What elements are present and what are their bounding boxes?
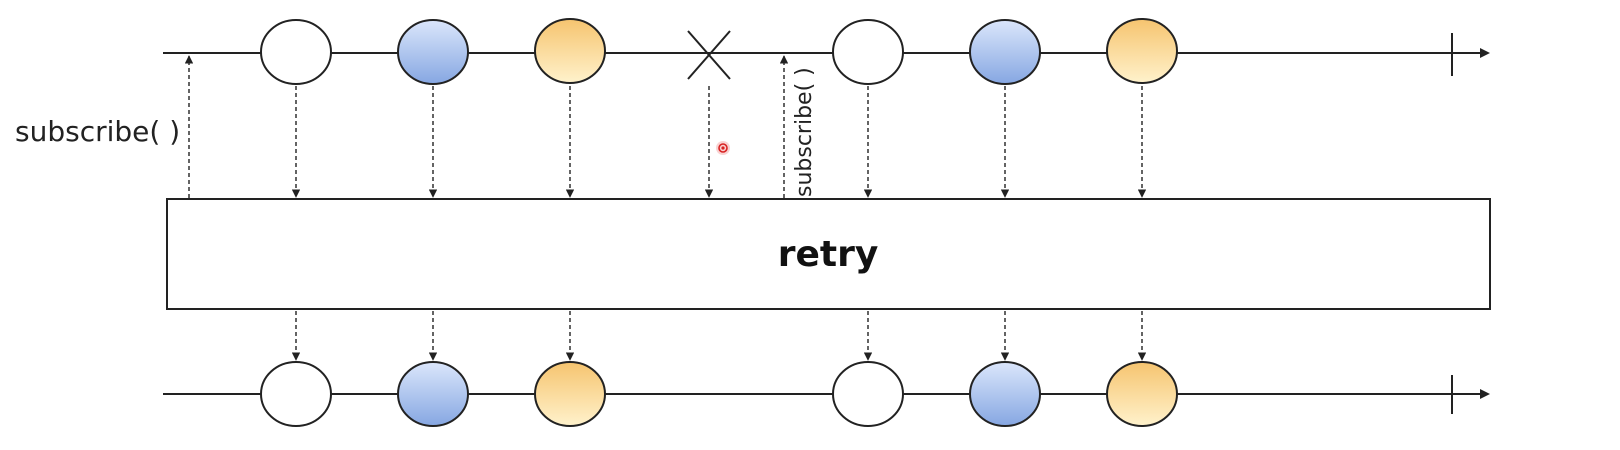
output-timeline bbox=[163, 389, 1490, 399]
output-marble-blue-2 bbox=[969, 361, 1041, 427]
source-marble-orange-1 bbox=[534, 18, 606, 84]
source-marbles bbox=[260, 18, 1453, 85]
operator-label: retry bbox=[778, 234, 879, 275]
resubscribe: subscribe( ) bbox=[779, 55, 817, 198]
source-timeline-arrowhead bbox=[1480, 48, 1490, 58]
source-marble-blue-2 bbox=[969, 19, 1041, 85]
error-x-icon bbox=[687, 30, 731, 80]
initial-subscribe-label: subscribe( ) bbox=[15, 115, 180, 148]
operator-box-rect bbox=[166, 198, 1491, 310]
operator-to-output-arrows bbox=[291, 311, 1147, 361]
source-marble-white-1 bbox=[260, 19, 332, 85]
cursor-indicator bbox=[716, 141, 730, 155]
output-timeline-arrowhead bbox=[1480, 389, 1490, 399]
output-marble-orange-1 bbox=[534, 361, 606, 427]
output-marble-orange-2 bbox=[1106, 361, 1178, 427]
resubscribe-label: subscribe( ) bbox=[792, 67, 817, 197]
source-marble-white-2 bbox=[832, 19, 904, 85]
source-timeline bbox=[163, 48, 1490, 58]
source-to-operator-arrows bbox=[291, 86, 1147, 198]
initial-subscribe: subscribe( ) bbox=[15, 55, 194, 198]
output-marble-white-2 bbox=[832, 361, 904, 427]
operator-box: retry bbox=[166, 198, 1491, 310]
source-marble-orange-2 bbox=[1106, 18, 1178, 84]
output-marble-white-1 bbox=[260, 361, 332, 427]
output-marbles bbox=[260, 361, 1453, 427]
source-marble-blue-1 bbox=[397, 19, 469, 85]
output-marble-blue-1 bbox=[397, 361, 469, 427]
